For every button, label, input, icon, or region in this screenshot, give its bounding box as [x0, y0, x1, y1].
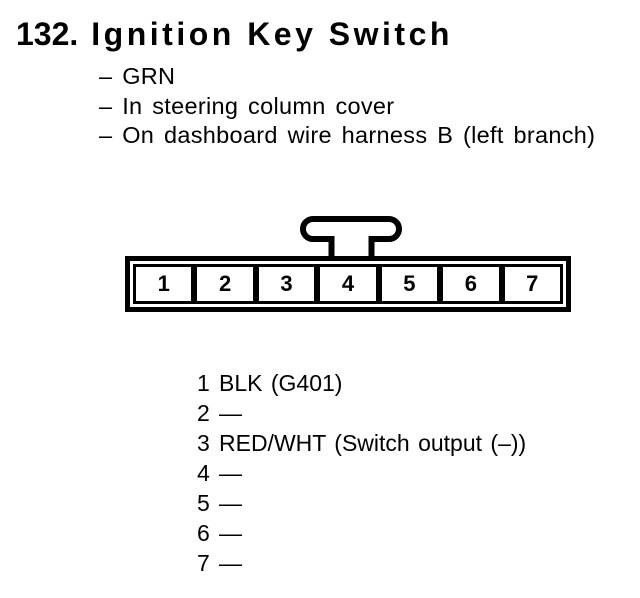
pin-label: —: [219, 460, 242, 486]
pin-cell-label: 2: [219, 271, 232, 296]
pin-cell-label: 5: [403, 271, 416, 296]
pin-label: —: [219, 520, 242, 546]
section-title-text: Ignition Key Switch: [91, 16, 453, 52]
pin-cell: 2: [194, 264, 256, 304]
pin-label: —: [219, 400, 242, 426]
pin-number: 4: [197, 460, 210, 486]
pin-number: 1: [197, 370, 210, 396]
section-title: 132. Ignition Key Switch: [16, 18, 453, 50]
pin-row: 7—: [197, 548, 526, 578]
pin-label: BLK (G401): [219, 370, 343, 396]
pin-label: —: [219, 490, 242, 516]
pin-number: 3: [197, 430, 210, 456]
pin-cell-label: 1: [157, 271, 170, 296]
pin-number: 6: [197, 520, 210, 546]
connector-body: 1 2 3 4 5 6 7: [125, 256, 571, 312]
pin-number: 2: [197, 400, 210, 426]
note-item: – GRN: [99, 63, 176, 89]
pin-cell: 3: [255, 264, 318, 304]
pin-row: 2—: [197, 398, 526, 428]
notes-list: – GRN – In steering column cover – On da…: [99, 62, 595, 151]
pin-row: 4—: [197, 458, 526, 488]
pin-cell: 6: [440, 264, 502, 304]
pin-cell: 5: [378, 264, 441, 304]
pin-cell-label: 6: [464, 271, 477, 296]
note-item: – In steering column cover: [99, 92, 395, 119]
pin-number: 7: [197, 550, 210, 576]
connector-latch-icon: [300, 216, 402, 262]
pin-label: RED/WHT (Switch output (–)): [219, 430, 527, 456]
pin-row: 3 RED/WHT (Switch output (–)): [197, 428, 526, 458]
section-number: 132.: [16, 16, 79, 52]
pin-cell: 4: [317, 264, 379, 304]
pin-cell: 7: [501, 264, 563, 304]
pin-row: 1 BLK (G401): [197, 368, 526, 398]
pin-row: 5—: [197, 488, 526, 518]
pin-label: —: [219, 550, 242, 576]
pin-number: 5: [197, 490, 210, 516]
note-item: – On dashboard wire harness B (left bran…: [99, 122, 596, 148]
pin-cell: 1: [133, 264, 195, 304]
pin-cell-label: 7: [526, 271, 539, 296]
pin-row: 6—: [197, 518, 526, 548]
pin-cell-label: 3: [280, 271, 293, 296]
pin-cell-label: 4: [341, 271, 355, 296]
